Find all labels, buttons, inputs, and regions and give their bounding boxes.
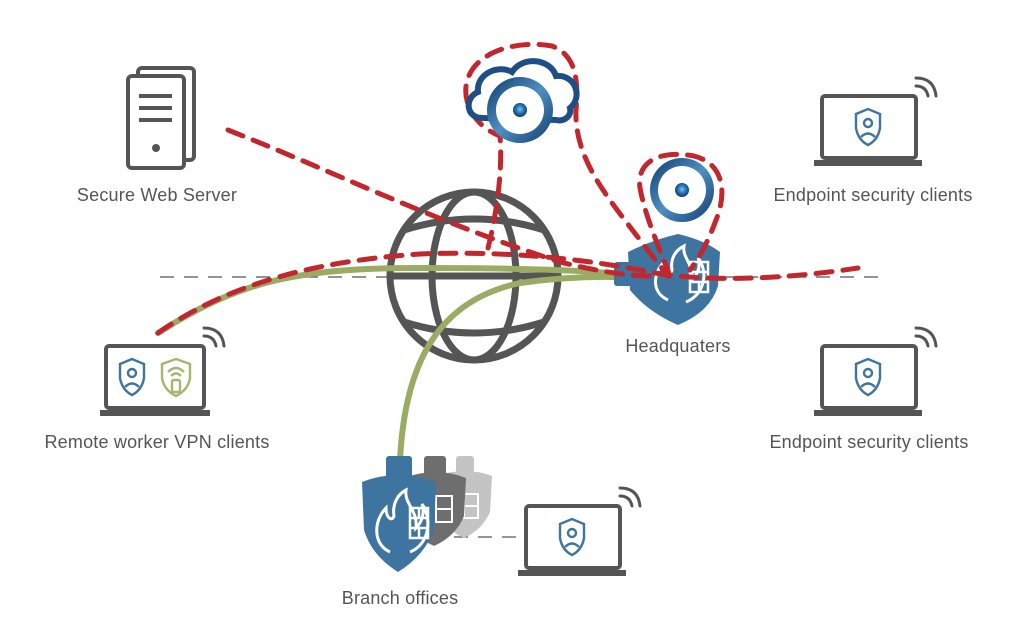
endpoint-shield-icon [558,517,586,557]
label-remote-worker-vpn: Remote worker VPN clients [44,432,270,452]
label-branch-offices: Branch offices [341,588,459,608]
laptop-icon [814,344,922,416]
laptop-icon [518,504,626,576]
cloud-sandbox-icon [465,58,580,143]
wifi-icon [618,486,642,508]
laptop-icon [814,94,922,166]
vpn-tunnels [155,264,643,463]
laptop-icon [100,344,210,416]
endpoint-shield-icon [854,107,882,147]
globe-icon [386,188,562,364]
label-endpoint-clients-top: Endpoint security clients [773,185,973,205]
endpoint-shield-icon [854,357,882,397]
wifi-icon [914,326,938,348]
server-icon [126,66,196,170]
label-endpoint-clients-mid: Endpoint security clients [769,432,969,452]
label-headquarters: Headquaters [625,336,731,356]
label-secure-web-server: Secure Web Server [76,185,238,205]
endpoint-shield-icon [118,357,146,397]
branch-firewall-icon [362,456,436,572]
threat-cloud-icon [650,158,714,222]
wifi-icon [202,326,226,348]
vpn-client-icon [160,357,192,398]
wifi-icon [914,76,938,98]
